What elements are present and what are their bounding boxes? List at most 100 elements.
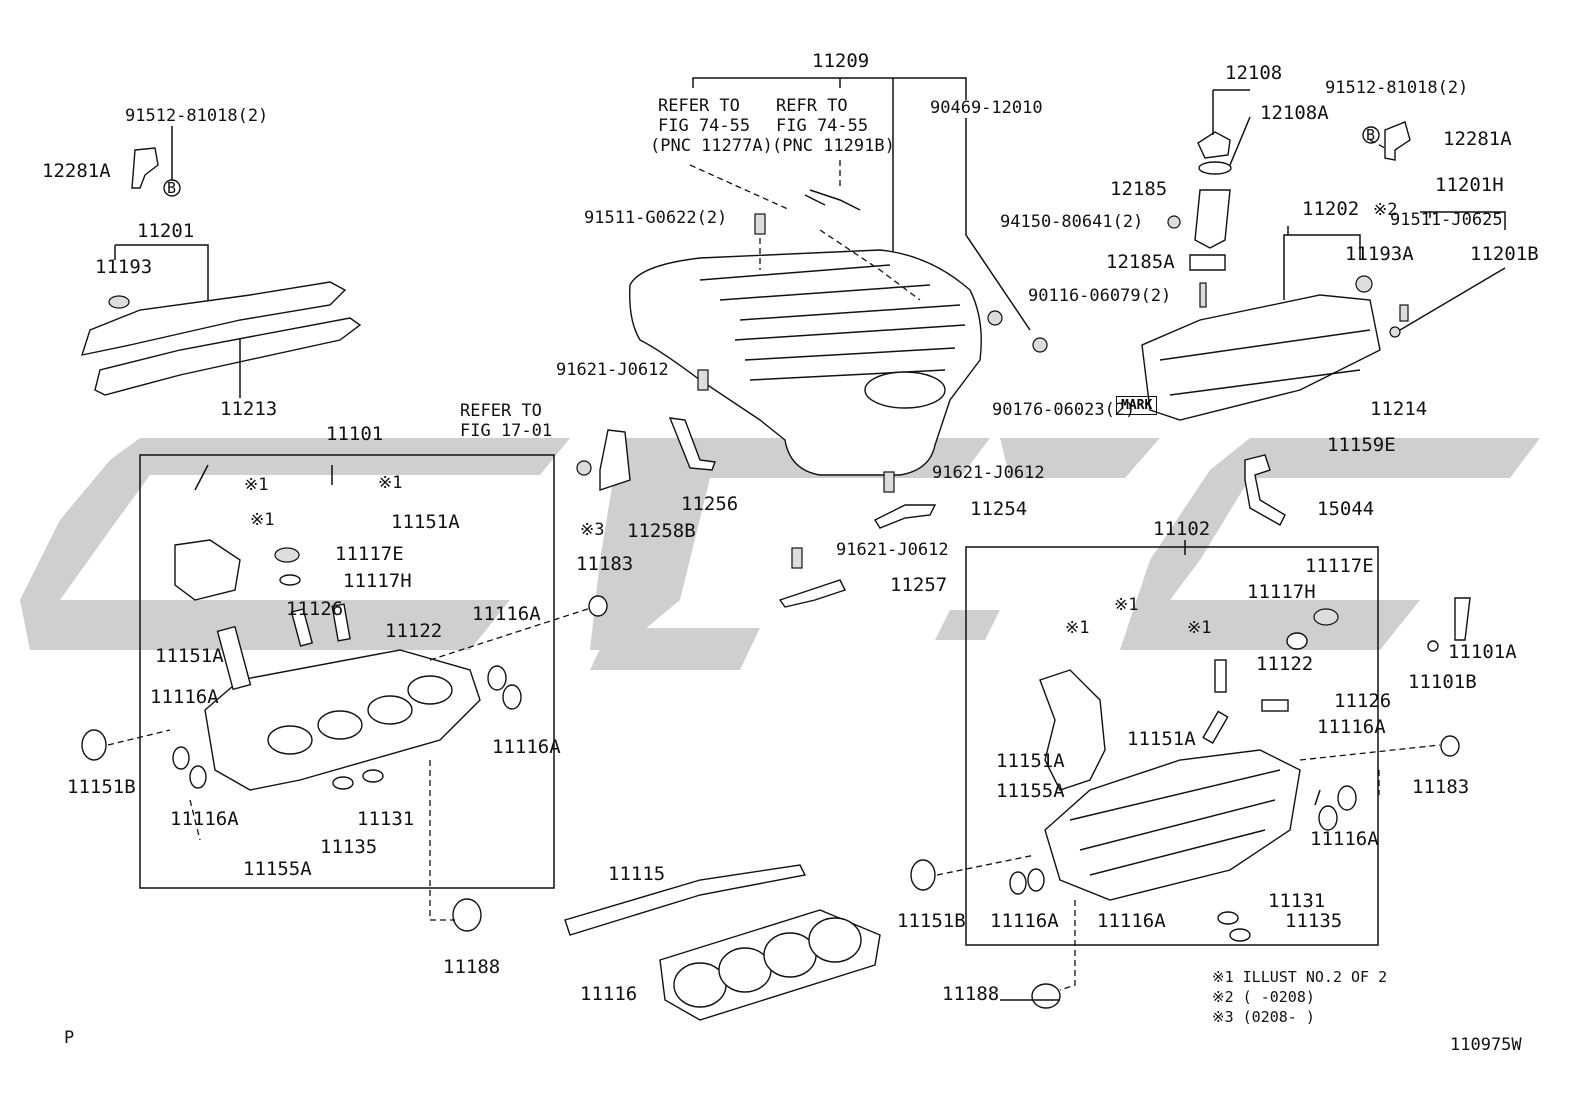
label-91511-j: 91511-J0625	[1390, 210, 1503, 230]
label-12185a: 12185A	[1106, 251, 1175, 273]
label-11122-left: 11122	[385, 620, 443, 642]
label-11102: 11102	[1153, 518, 1211, 540]
label-star3: ※3	[580, 520, 605, 540]
bracket-11258b	[599, 429, 631, 491]
leader-refer	[689, 160, 841, 211]
label-11116a-l3: 11116A	[492, 736, 561, 758]
ring-11117h-left	[279, 574, 301, 586]
dash-hook-right	[1369, 139, 1386, 149]
label-star1-f: ※1	[1187, 618, 1212, 638]
label-90469: 90469-12010	[930, 98, 1043, 118]
label-11101: 11101	[326, 423, 384, 445]
bolt-91621-c	[791, 547, 803, 569]
guide-11126-right	[1261, 699, 1289, 712]
label-12185: 12185	[1110, 178, 1168, 200]
engine-cover-11209	[629, 249, 982, 476]
bolt-b-right	[1362, 126, 1380, 144]
gasket-12185a	[1189, 254, 1226, 271]
plug-11117e-left	[274, 547, 300, 563]
leaders-right-misc	[1000, 540, 1321, 1001]
note-1: ※1 ILLUST NO.2 OF 2	[1212, 968, 1388, 986]
guide-11122-left	[331, 603, 351, 642]
filler-12185	[1194, 189, 1231, 249]
label-11151a-l2: 11151A	[155, 645, 224, 667]
label-11151a-r1: 11151A	[1127, 728, 1196, 750]
watermark-logo	[20, 438, 1540, 670]
label-12108a: 12108A	[1260, 102, 1329, 124]
label-refer-b-1: REFR TO	[776, 96, 848, 116]
label-11101b: 11101B	[1408, 671, 1477, 693]
bracket-11201h	[1399, 211, 1506, 331]
label-11201: 11201	[137, 220, 195, 242]
nut-refer-17-01	[576, 460, 592, 476]
bracket-11257	[778, 579, 846, 608]
label-11151b-left: 11151B	[67, 776, 136, 798]
label-11116a-r1: 11116A	[1317, 716, 1386, 738]
seal-11151b-left	[81, 729, 107, 761]
label-refer-a-1: REFER TO	[658, 96, 740, 116]
oil-cap-12108	[1197, 131, 1231, 159]
note-3: ※3 (0208- )	[1212, 1008, 1315, 1026]
engine-cover-ribs	[699, 264, 966, 381]
v6-emblem	[804, 189, 861, 211]
label-11188-left: 11188	[443, 956, 501, 978]
label-11213: 11213	[220, 398, 278, 420]
seal-11151b-right	[910, 859, 936, 891]
label-11214: 11214	[1370, 398, 1428, 420]
label-star1-e: ※1	[1065, 618, 1090, 638]
label-11117h-right: 11117H	[1247, 581, 1316, 603]
leaders-12108	[1212, 89, 1251, 166]
label-11116a-r4: 11116A	[1097, 910, 1166, 932]
group-box-11101	[139, 454, 555, 889]
label-11151a-l1: 11151A	[391, 511, 460, 533]
label-11116a-r2: 11116A	[1310, 828, 1379, 850]
label-11151a-r2: 11151A	[996, 750, 1065, 772]
timing-cover-left	[174, 539, 241, 601]
label-11115: 11115	[608, 863, 666, 885]
label-star1-a: ※1	[244, 475, 269, 495]
bracket-11209	[692, 77, 967, 255]
plug-11188-right	[1031, 983, 1061, 1009]
group-box-11102	[965, 546, 1379, 946]
leader-90469	[965, 118, 1031, 331]
label-11116a-r3: 11116A	[990, 910, 1059, 932]
label-refer-b-3: (PNC 11291B)	[772, 136, 895, 156]
leaders-left-misc	[194, 338, 333, 491]
clip-90469	[1032, 337, 1048, 353]
label-91621-c: 91621-J0612	[836, 540, 949, 560]
label-15044: 15044	[1317, 498, 1375, 520]
guide-11122-right	[1214, 659, 1227, 693]
leaders-left-cover	[114, 126, 209, 300]
label-11126-left: 11126	[286, 598, 344, 620]
label-90176: 90176-06023(2)	[992, 400, 1136, 420]
label-star1-b: ※1	[378, 473, 403, 493]
hook-12281a-right	[1384, 121, 1411, 161]
label-11135-left: 11135	[320, 836, 378, 858]
label-11193: 11193	[95, 256, 153, 278]
pipe-15044	[1244, 454, 1286, 526]
label-11126-right: 11126	[1334, 690, 1392, 712]
engine-cover-hole	[864, 371, 946, 409]
label-11116a-l1: 11116A	[472, 603, 541, 625]
label-11254: 11254	[970, 498, 1028, 520]
label-12108: 12108	[1225, 62, 1283, 84]
label-91621-a: 91621-J0612	[556, 360, 669, 380]
cover-bolt-lines	[759, 228, 921, 301]
plug-11188-left	[452, 898, 482, 932]
grommet-90176	[987, 310, 1003, 326]
cylinder-head-right	[1044, 749, 1301, 901]
label-11257: 11257	[890, 574, 948, 596]
label-11116a-l2: 11116A	[150, 686, 219, 708]
label-11258b: 11258B	[627, 520, 696, 542]
mark-box: MARK	[1116, 396, 1158, 415]
label-11131-right: 11131	[1268, 890, 1326, 912]
figure-code: 110975W	[1450, 1035, 1522, 1055]
bolt-11101a	[1454, 597, 1471, 641]
label-11131-left: 11131	[357, 808, 415, 830]
bracket-11202	[1283, 226, 1361, 300]
sleeve-11151a	[216, 625, 252, 691]
label-11256: 11256	[681, 493, 739, 515]
label-11209: 11209	[812, 50, 870, 72]
